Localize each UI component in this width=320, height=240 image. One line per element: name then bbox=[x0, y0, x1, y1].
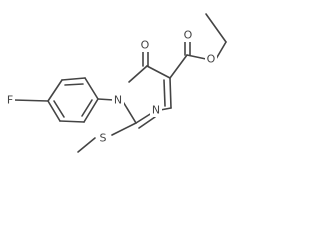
bond-ester-c-o bbox=[186, 54, 207, 60]
bond-ar-1 bbox=[84, 77, 99, 100]
atom-o-ring-carbonyl: O bbox=[141, 39, 150, 52]
bond-c4-c5-double bbox=[163, 79, 166, 107]
bonds bbox=[13, 13, 227, 153]
atom-o-ester: O bbox=[207, 53, 216, 66]
bond-ar-2 bbox=[61, 77, 86, 81]
bond-c4-c5 bbox=[169, 77, 172, 109]
bond-ar-3 bbox=[47, 79, 63, 102]
bond-c5-c6 bbox=[146, 65, 171, 79]
bond-ar-6-double bbox=[81, 99, 93, 117]
bond-c2-n3-double bbox=[138, 116, 156, 129]
bond-ar-4 bbox=[47, 100, 61, 122]
atom-s: S bbox=[100, 132, 107, 145]
bond-c2-s bbox=[111, 122, 137, 136]
bond-o-ch2 bbox=[215, 41, 227, 60]
atom-labels: O O O N N F S bbox=[4, 28, 217, 145]
bond-ar-2-double bbox=[64, 83, 84, 86]
bond-c6-n1 bbox=[128, 65, 148, 83]
bond-n1-c2 bbox=[121, 99, 137, 124]
atom-f: F bbox=[7, 94, 13, 107]
chemical-structure: O O O N N F S bbox=[4, 13, 227, 153]
bond-ar-6 bbox=[83, 98, 99, 123]
atom-o-ester-carbonyl: O bbox=[184, 29, 193, 42]
bond-n1-aryl bbox=[97, 98, 115, 101]
bond-s-ch3 bbox=[77, 137, 96, 153]
atom-n3: N bbox=[152, 104, 160, 117]
bond-ar-5 bbox=[59, 120, 85, 123]
bond-ar-4-double bbox=[53, 100, 65, 118]
bond-c-f bbox=[13, 99, 49, 102]
atom-n1: N bbox=[114, 94, 122, 107]
bond-ch2-ch3 bbox=[205, 13, 227, 43]
bond-c5-ester-c bbox=[169, 54, 188, 79]
